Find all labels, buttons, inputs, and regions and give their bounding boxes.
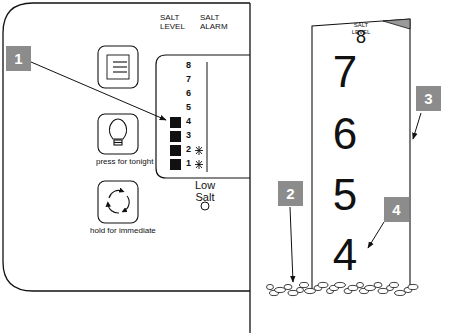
- low-salt-light: [201, 202, 209, 210]
- tube-number: 5: [330, 173, 360, 217]
- tube-number: 4: [330, 233, 360, 277]
- panel-label: SALT LEVEL: [160, 14, 192, 32]
- callout-box: 1: [6, 46, 31, 71]
- panel-label: Low Salt: [190, 179, 220, 203]
- panel-label: SALT ALARM: [200, 14, 234, 32]
- salt-rock: [357, 282, 364, 287]
- buttons: [98, 46, 138, 223]
- alarm-column-line: [207, 62, 208, 172]
- level-number: 1: [186, 159, 191, 169]
- callout-box: 2: [278, 181, 303, 206]
- level-number: 2: [186, 145, 191, 155]
- callout-number: 2: [286, 186, 294, 201]
- salt-rock: [284, 284, 292, 289]
- salt-rock: [335, 282, 346, 287]
- callout-number: 4: [392, 202, 400, 217]
- divider-line: [249, 3, 250, 333]
- level-tube: [312, 19, 410, 290]
- tube-number: 8: [352, 28, 370, 46]
- level-number: 3: [186, 131, 191, 141]
- panel-frame: [3, 3, 250, 291]
- alarm-symbols: [195, 146, 203, 169]
- level-number: 6: [186, 89, 191, 99]
- tube-cap: [383, 19, 410, 29]
- callout-number: 3: [424, 91, 432, 106]
- panel-label: press for tonight: [96, 158, 153, 167]
- salt-rock: [374, 282, 382, 287]
- callout-box: 4: [384, 197, 409, 222]
- callout-number: 1: [14, 51, 22, 66]
- level-number: 7: [186, 75, 191, 85]
- salt-rock: [300, 282, 309, 287]
- salt-rock: [318, 282, 328, 287]
- level-bars: [170, 117, 181, 170]
- salt-pile: [267, 282, 419, 295]
- salt-rock: [297, 287, 304, 292]
- salt-rock: [267, 284, 274, 289]
- leader-lines: [31, 62, 421, 282]
- level-number: 4: [186, 117, 191, 127]
- panel-label: hold for immediate: [90, 227, 156, 236]
- level-number: 5: [186, 103, 191, 113]
- level-number: 8: [186, 61, 191, 71]
- level-display: [156, 55, 250, 178]
- salt-rock: [390, 282, 399, 287]
- salt-rock: [408, 284, 418, 289]
- callout-box: 3: [416, 86, 441, 111]
- tube-number: 6: [330, 112, 360, 156]
- tube-number: 7: [330, 50, 360, 94]
